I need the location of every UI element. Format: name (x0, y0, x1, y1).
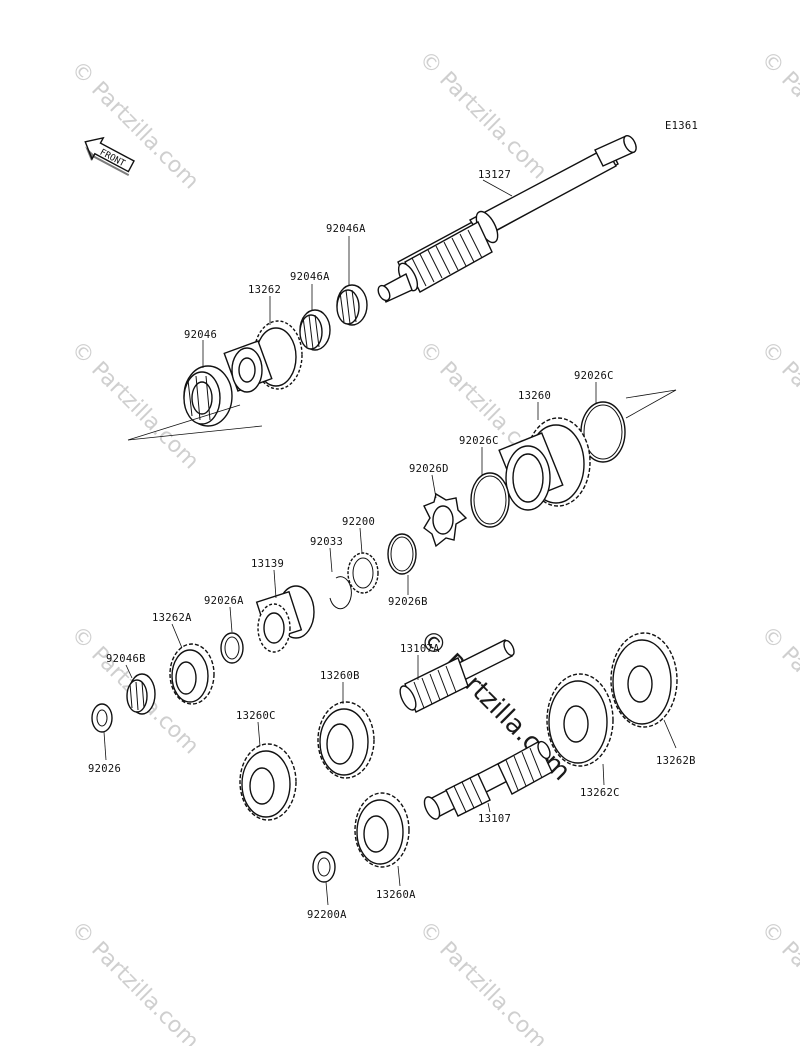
label-92026C-right: 92026C (574, 370, 614, 382)
label-92026: 92026 (88, 763, 121, 775)
label-92046B: 92046B (106, 653, 146, 665)
washer-92026D (423, 492, 468, 548)
assembly-line (127, 425, 263, 441)
label-13107A: 13107A (400, 643, 440, 655)
assembly-line (625, 389, 677, 419)
gear-13262A (169, 643, 215, 705)
ring-92026B (387, 533, 417, 575)
watermark: © Partzilla.com (756, 47, 800, 185)
gear-13262B (610, 632, 678, 728)
bearing-92046 (183, 365, 233, 427)
label-92046A-left: 92046A (290, 271, 330, 283)
label-92026A: 92026A (204, 595, 244, 607)
label-13262: 13262 (248, 284, 281, 296)
label-92026C-left: 92026C (459, 435, 499, 447)
main-shaft-13127 (377, 135, 637, 303)
shaft-13107 (423, 740, 553, 820)
watermark: © Partzilla.com (66, 337, 204, 475)
watermark: © Partzilla.com (66, 917, 204, 1046)
gear-13260A (354, 792, 410, 868)
label-13262B: 13262B (656, 755, 696, 767)
label-13127: 13127 (478, 169, 511, 181)
label-92026D: 92026D (409, 463, 449, 475)
label-13262C: 13262C (580, 787, 620, 799)
label-92046: 92046 (184, 329, 217, 341)
label-92026B: 92026B (388, 596, 428, 608)
watermark: © Partzilla.com (414, 917, 552, 1046)
washer-92200 (347, 552, 379, 594)
gear-13262C (546, 673, 614, 767)
bearing-92046A-right (336, 284, 368, 326)
label-13262A: 13262A (152, 612, 192, 624)
ring-92026C-left (470, 472, 510, 528)
label-92046A-right: 92046A (326, 223, 366, 235)
bearing-92046A-left (299, 309, 331, 351)
front-arrow-icon: FRONT (84, 136, 135, 177)
watermark: © Partzilla.com (66, 57, 204, 195)
label-92033: 92033 (310, 536, 343, 548)
diagram-code: E1361 (665, 120, 698, 132)
gear-13260B (317, 701, 375, 779)
gear-13260 (498, 417, 591, 511)
label-13260C: 13260C (236, 710, 276, 722)
washer-92026A (220, 632, 244, 664)
label-92200A: 92200A (307, 909, 347, 921)
label-13260A: 13260A (376, 889, 416, 901)
washer-92200A (312, 851, 336, 883)
watermark: © Partzilla.com (756, 622, 800, 760)
watermark: © Partzilla.com (414, 47, 552, 185)
label-13260: 13260 (518, 390, 551, 402)
label-13260B: 13260B (320, 670, 360, 682)
label-13107: 13107 (478, 813, 511, 825)
watermark: © Partzilla.com (756, 337, 800, 475)
ring-92026C-right (580, 401, 626, 463)
assembly-line (127, 404, 241, 441)
assembly-line (625, 389, 677, 399)
bearing-92046B (126, 673, 156, 715)
circlip-92033 (329, 576, 352, 610)
label-92200: 92200 (342, 516, 375, 528)
washer-92026 (91, 703, 113, 733)
watermark: © Partzilla.com (756, 917, 800, 1046)
gear-13139 (255, 585, 315, 653)
gear-13262 (223, 320, 303, 393)
label-13139: 13139 (251, 558, 284, 570)
shaft-13107A (399, 639, 515, 713)
watermark-layer: © Partzilla.com © Partzilla.com © Partzi… (66, 47, 800, 1046)
gear-13260C (239, 743, 297, 821)
